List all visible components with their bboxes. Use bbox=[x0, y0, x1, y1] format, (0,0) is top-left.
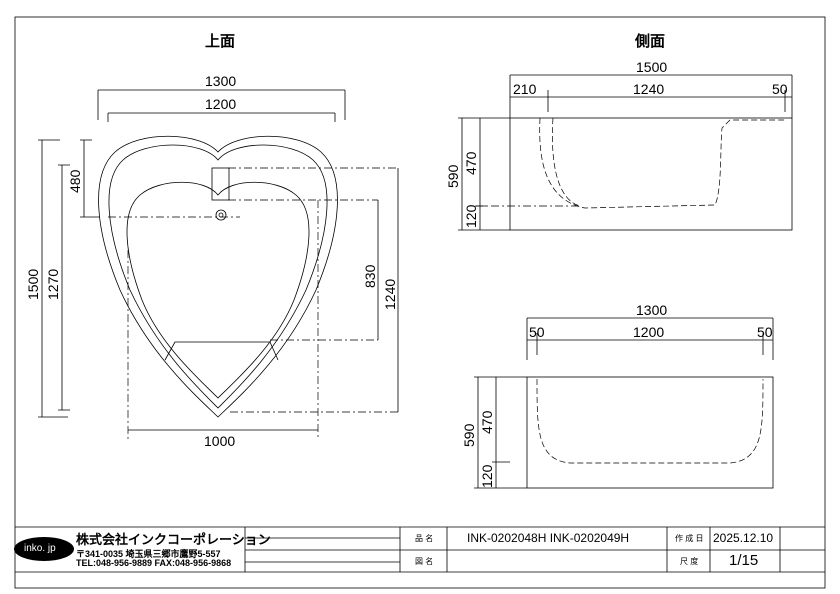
company-name: 株式会社インクコーポレーション bbox=[76, 532, 271, 547]
company-contact: TEL:048-956-9889 FAX:048-956-9868 bbox=[76, 558, 232, 568]
dim-label: 50 bbox=[772, 81, 788, 97]
dim-label: 1000 bbox=[204, 433, 235, 449]
scale-label: 尺 度 bbox=[680, 557, 699, 566]
top-view-title: 上面 bbox=[205, 33, 235, 50]
dim-label: 590 bbox=[461, 423, 477, 447]
dim-label: 480 bbox=[67, 169, 83, 193]
title-block-grid bbox=[14, 526, 825, 573]
dim-label: 50 bbox=[757, 324, 773, 340]
dim-label: 1240 bbox=[382, 279, 398, 310]
product-value: INK-0202048H INK-0202049H bbox=[467, 531, 630, 545]
top-view: 1300 1200 1500 1270 480 830 1240 1000 bbox=[25, 73, 399, 449]
dim-label: 470 bbox=[479, 410, 495, 434]
dim-label: 1300 bbox=[205, 73, 236, 89]
dim-label: 1240 bbox=[633, 81, 664, 97]
company-address: 〒341-0035 埼玉県三郷市鷹野5-557 bbox=[76, 549, 221, 559]
side-view-title: 側面 bbox=[634, 32, 665, 50]
product-label: 品 名 bbox=[415, 534, 434, 543]
dim-label: 210 bbox=[513, 81, 537, 97]
dim-label: 830 bbox=[362, 264, 378, 288]
sheet-border bbox=[14, 16, 826, 589]
dim-label: 470 bbox=[463, 151, 479, 175]
dim-label: 120 bbox=[479, 464, 495, 488]
side-view-long: 1500 210 1240 50 590 470 120 bbox=[445, 59, 793, 231]
date-value: 2025.12.10 bbox=[713, 531, 774, 545]
drawing-label: 図 名 bbox=[415, 557, 434, 566]
dim-label: 1500 bbox=[25, 269, 41, 300]
dim-label: 1200 bbox=[205, 96, 236, 112]
scale-value: 1/15 bbox=[729, 552, 759, 569]
company-logo: inko. jp bbox=[24, 543, 56, 554]
date-label: 作 成 日 bbox=[675, 534, 704, 543]
dim-label: 1270 bbox=[45, 269, 61, 300]
dim-label: 50 bbox=[529, 324, 545, 340]
dim-label: 1300 bbox=[636, 302, 667, 318]
dim-label: 590 bbox=[445, 164, 461, 188]
side-view-short: 1300 50 1200 50 590 470 120 bbox=[461, 302, 774, 489]
dim-label: 120 bbox=[463, 204, 479, 228]
dim-label: 1200 bbox=[633, 324, 664, 340]
dim-label: 1500 bbox=[636, 59, 667, 75]
